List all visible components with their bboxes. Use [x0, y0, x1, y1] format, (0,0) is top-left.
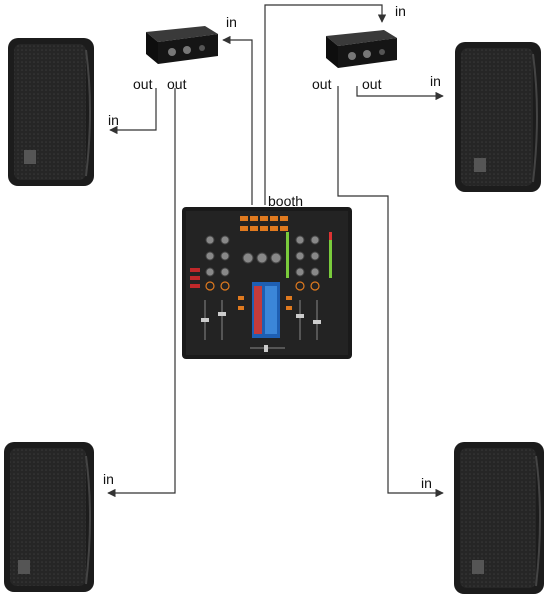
top-right-box-in-label: in — [395, 3, 406, 19]
di-box-left — [146, 26, 218, 64]
wire-right-box-to-tr-speaker — [356, 86, 444, 101]
speaker-bottom-right — [454, 442, 544, 594]
top-left-speaker-in-label: in — [108, 112, 119, 128]
top-right-speaker-in-label: in — [430, 73, 441, 89]
wire-booth-to-right-box — [264, 4, 387, 205]
bottom-left-speaker-in-label: in — [103, 471, 114, 487]
top-left-box-out-label-2: out — [167, 76, 187, 92]
wire-booth-to-left-box — [222, 35, 253, 205]
speaker-icon — [454, 442, 544, 594]
speaker-bottom-left — [4, 442, 94, 592]
top-right-box-out-label-1: out — [312, 76, 332, 92]
di-box-icon — [326, 30, 397, 68]
wire-right-box-to-br-speaker — [337, 86, 444, 498]
speaker-icon — [4, 442, 94, 592]
bottom-right-speaker-in-label: in — [421, 475, 432, 491]
speaker-icon — [455, 42, 541, 192]
top-left-box-out-label-1: out — [133, 76, 153, 92]
top-right-box-out-label-2: out — [362, 76, 382, 92]
speaker-top-right — [455, 42, 541, 192]
wires — [107, 4, 444, 498]
dj-mixer — [182, 207, 352, 359]
mixer-booth-label: booth — [268, 193, 303, 209]
di-box-right — [326, 30, 397, 68]
top-left-box-in-label: in — [226, 14, 237, 30]
speaker-icon — [8, 38, 94, 186]
wire-left-box-to-bl-speaker — [107, 88, 176, 498]
speaker-top-left — [8, 38, 94, 186]
wire-left-box-to-tl-speaker — [109, 88, 157, 135]
di-box-icon — [146, 26, 218, 64]
dj-mixer-icon — [182, 207, 352, 359]
